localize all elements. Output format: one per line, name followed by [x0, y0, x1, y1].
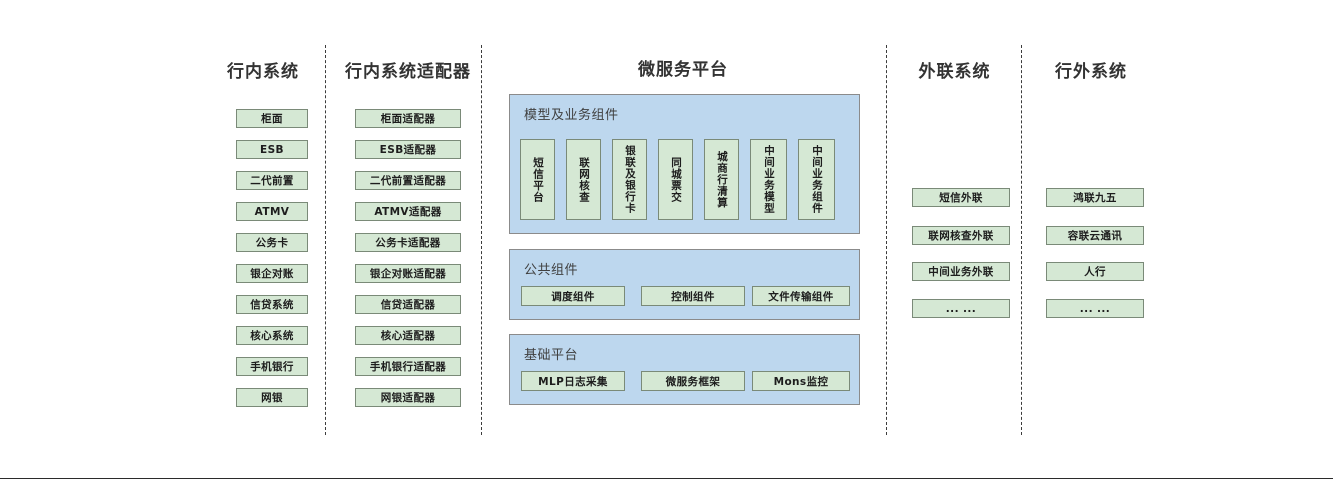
- column-divider-1: [325, 45, 326, 435]
- node-adapter-3[interactable]: 二代前置适配器: [355, 171, 461, 190]
- node-external-liaison-2[interactable]: 联网核查外联: [912, 226, 1010, 245]
- panel-title-model-business-components: 模型及业务组件: [524, 108, 619, 123]
- node-external-liaison-3[interactable]: 中间业务外联: [912, 262, 1010, 281]
- node-base-platform-1[interactable]: MLP日志采集: [521, 371, 625, 391]
- node-internal-system-2[interactable]: ESB: [236, 140, 308, 159]
- node-adapter-2[interactable]: ESB适配器: [355, 140, 461, 159]
- node-model-component-4[interactable]: 同城票交: [658, 139, 693, 220]
- node-public-component-1[interactable]: 调度组件: [521, 286, 625, 306]
- node-model-component-1[interactable]: 短信平台: [520, 139, 555, 220]
- node-base-platform-2[interactable]: 微服务框架: [641, 371, 745, 391]
- node-outside-bank-2[interactable]: 容联云通讯: [1046, 226, 1144, 245]
- node-public-component-3[interactable]: 文件传输组件: [752, 286, 850, 306]
- node-model-component-6[interactable]: 中间业务模型: [750, 139, 787, 220]
- node-adapter-5[interactable]: 公务卡适配器: [355, 233, 461, 252]
- node-internal-system-10[interactable]: 网银: [236, 388, 308, 407]
- column-title-microservice-platform: 微服务平台: [638, 60, 728, 80]
- node-external-liaison-1[interactable]: 短信外联: [912, 188, 1010, 207]
- node-internal-system-3[interactable]: 二代前置: [236, 171, 308, 190]
- node-internal-system-7[interactable]: 信贷系统: [236, 295, 308, 314]
- bottom-divider: [0, 478, 1333, 479]
- column-divider-4: [1021, 45, 1022, 435]
- node-internal-system-8[interactable]: 核心系统: [236, 326, 308, 345]
- node-model-component-3[interactable]: 银联及银行卡: [612, 139, 647, 220]
- node-outside-bank-3[interactable]: 人行: [1046, 262, 1144, 281]
- node-adapter-4[interactable]: ATMV适配器: [355, 202, 461, 221]
- node-internal-system-1[interactable]: 柜面: [236, 109, 308, 128]
- panel-public-components: 公共组件: [509, 249, 860, 320]
- node-adapter-1[interactable]: 柜面适配器: [355, 109, 461, 128]
- node-model-component-2[interactable]: 联网核查: [566, 139, 601, 220]
- node-model-component-5[interactable]: 城商行清算: [704, 139, 739, 220]
- panel-title-public-components: 公共组件: [524, 263, 579, 278]
- node-adapter-7[interactable]: 信贷适配器: [355, 295, 461, 314]
- column-title-external-liaison-systems: 外联系统: [918, 62, 991, 82]
- node-public-component-2[interactable]: 控制组件: [641, 286, 745, 306]
- column-divider-3: [886, 45, 887, 435]
- panel-base-platform: 基础平台: [509, 334, 860, 405]
- node-internal-system-5[interactable]: 公务卡: [236, 233, 308, 252]
- node-outside-bank-1[interactable]: 鸿联九五: [1046, 188, 1144, 207]
- node-base-platform-3[interactable]: Mons监控: [752, 371, 850, 391]
- node-adapter-8[interactable]: 核心适配器: [355, 326, 461, 345]
- node-adapter-10[interactable]: 网银适配器: [355, 388, 461, 407]
- column-title-outside-bank-systems: 行外系统: [1055, 62, 1127, 82]
- panel-title-base-platform: 基础平台: [524, 348, 579, 363]
- node-internal-system-4[interactable]: ATMV: [236, 202, 308, 221]
- node-outside-bank-4[interactable]: ... ...: [1046, 299, 1144, 318]
- node-adapter-9[interactable]: 手机银行适配器: [355, 357, 461, 376]
- node-internal-system-6[interactable]: 银企对账: [236, 264, 308, 283]
- column-divider-2: [481, 45, 482, 435]
- column-title-internal-systems: 行内系统: [227, 62, 299, 82]
- node-external-liaison-4[interactable]: ... ...: [912, 299, 1010, 318]
- node-model-component-7[interactable]: 中间业务组件: [798, 139, 835, 220]
- node-adapter-6[interactable]: 银企对账适配器: [355, 264, 461, 283]
- column-title-internal-system-adapters: 行内系统适配器: [345, 62, 471, 82]
- node-internal-system-9[interactable]: 手机银行: [236, 357, 308, 376]
